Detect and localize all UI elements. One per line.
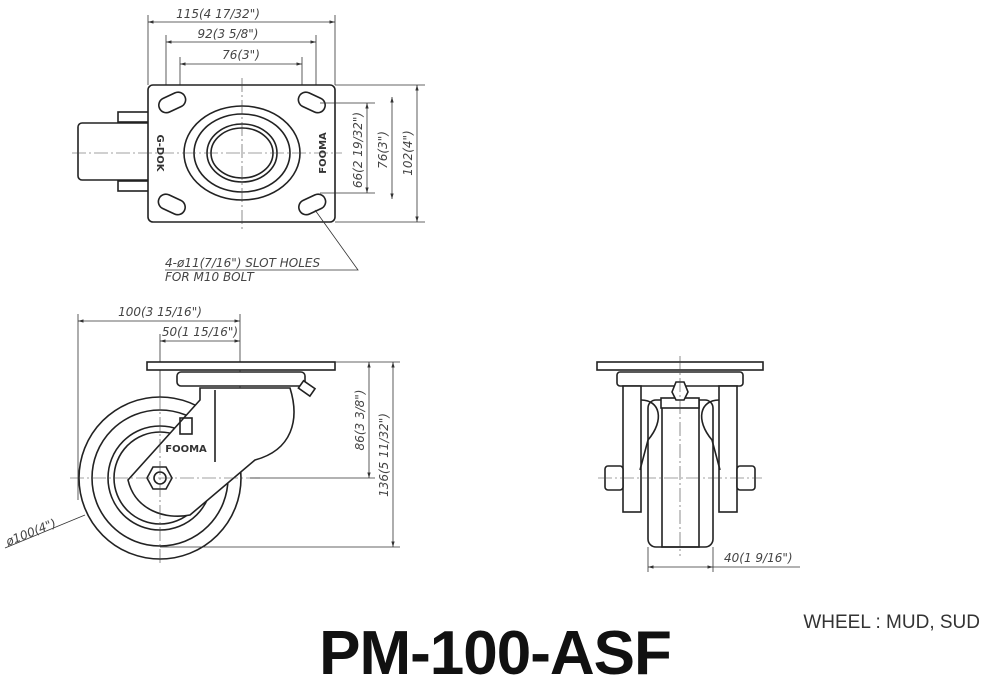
mark-gdok: G-DOK bbox=[154, 135, 165, 173]
side-brand: FOOMA bbox=[165, 444, 207, 455]
dim-diameter: ø100(4") bbox=[3, 516, 58, 549]
dim-50: 50(1 15/16") bbox=[162, 325, 238, 339]
front-view: 40(1 9/16") bbox=[596, 356, 800, 572]
top-view: 115(4 17/32") 92(3 5/8") 76(3") G-DOK FO… bbox=[72, 7, 425, 284]
slot-note-line1: 4-ø11(7/16") SLOT HOLES bbox=[165, 256, 320, 270]
mark-fooma: FOOMA bbox=[318, 132, 329, 174]
dim-86: 86(3 3/8") bbox=[353, 390, 367, 451]
slot-note-line2: FOR M10 BOLT bbox=[165, 270, 255, 284]
dim-76: 76(3") bbox=[222, 48, 260, 62]
dim-76-vertical: 76(3") bbox=[376, 131, 390, 169]
dim-102: 102(4") bbox=[401, 130, 415, 175]
dim-92: 92(3 5/8") bbox=[198, 27, 259, 41]
side-view: 100(3 15/16") 50(1 15/16") FOOMA 86(3 3/… bbox=[3, 305, 400, 565]
dim-40: 40(1 9/16") bbox=[724, 551, 793, 565]
dim-136: 136(5 11/32") bbox=[377, 413, 391, 497]
dim-66: 66(2 19/32") bbox=[351, 112, 365, 188]
top-plate bbox=[147, 84, 336, 223]
dim-115: 115(4 17/32") bbox=[176, 7, 260, 21]
wheel-material-note: WHEEL : MUD, SUD bbox=[803, 612, 980, 633]
dim-100: 100(3 15/16") bbox=[118, 305, 202, 319]
model-title: PM-100-ASF bbox=[319, 619, 672, 688]
